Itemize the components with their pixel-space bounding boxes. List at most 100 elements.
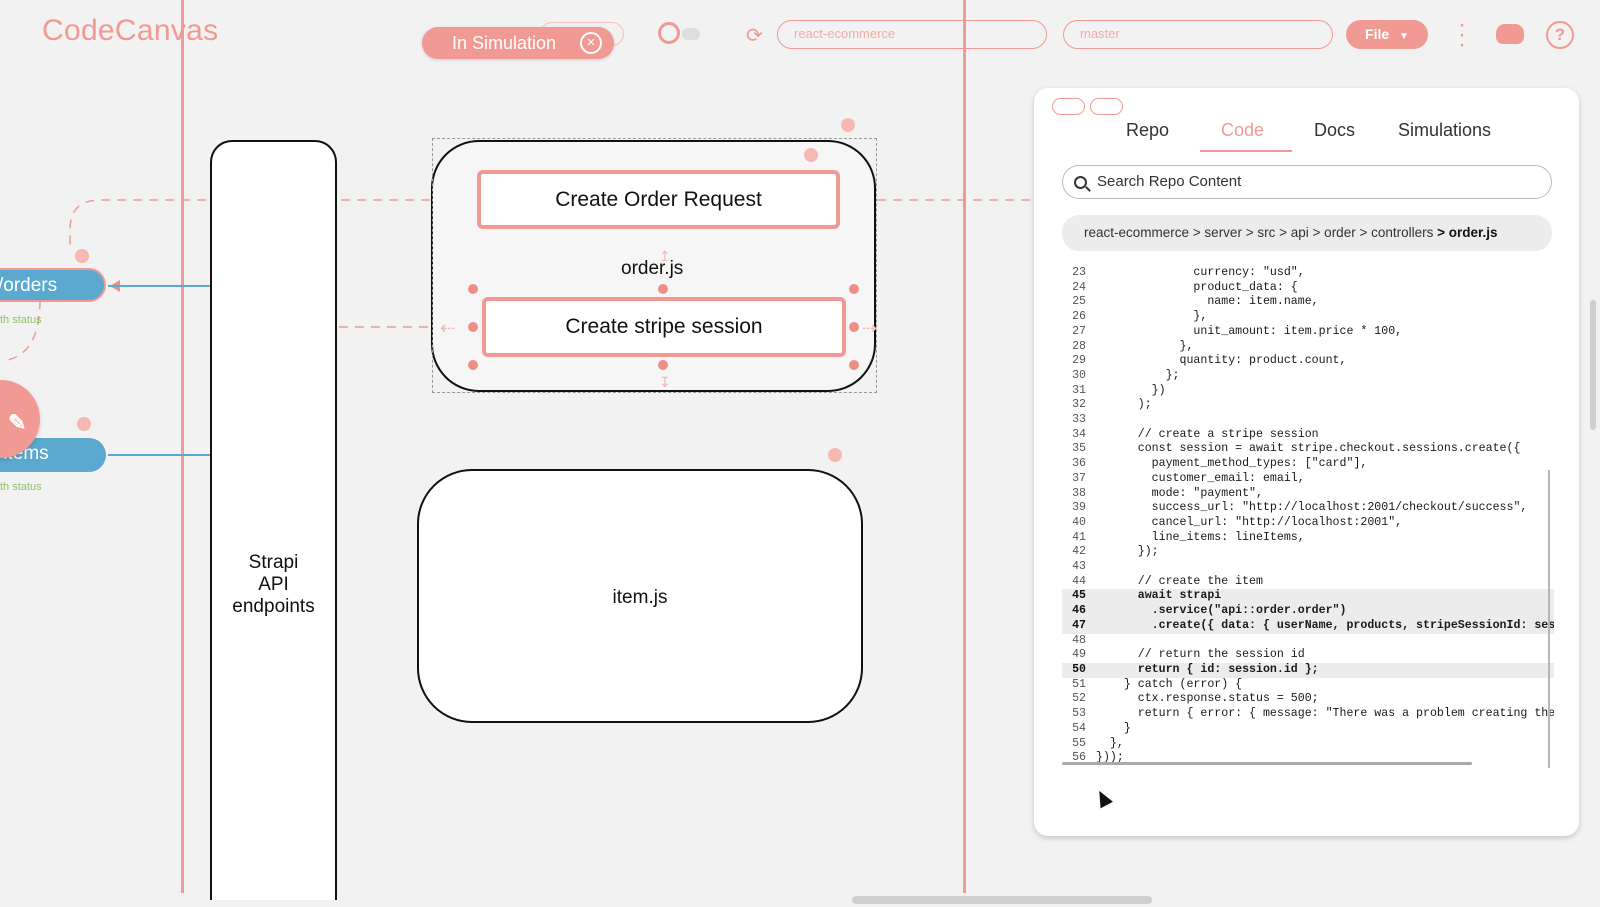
strapi-api-label: Strapi API endpoints (210, 552, 337, 618)
github-icon[interactable] (658, 22, 680, 44)
code-text: payment_method_types: ["card"], (1096, 457, 1368, 471)
line-number: 32 (1072, 398, 1086, 412)
connector-create-order (69, 199, 478, 250)
help-icon[interactable]: ? (1546, 21, 1574, 49)
function-create-stripe-session[interactable]: Create stripe session (482, 297, 846, 357)
orders-connector-dot[interactable] (75, 249, 89, 263)
tab-repo[interactable]: Repo (1126, 120, 1170, 140)
line-number: 23 (1072, 266, 1086, 279)
github-toggle[interactable] (682, 28, 700, 40)
resize-handle[interactable] (468, 284, 478, 294)
breadcrumb-item[interactable]: > controllers (1359, 225, 1434, 240)
breadcrumb-item[interactable]: > api (1279, 225, 1309, 240)
code-text: currency: "usd", (1096, 266, 1305, 279)
code-line: 39 success_url: "http://localhost:2001/c… (1062, 501, 1554, 516)
code-text: }, (1096, 736, 1124, 750)
code-line: 25 name: item.name, (1062, 295, 1554, 310)
code-text: .create({ data: { userName, products, st… (1096, 618, 1554, 632)
tab-simulations[interactable]: Simulations (1398, 120, 1492, 140)
code-text: const session = await stripe.checkout.se… (1096, 442, 1521, 456)
resize-handle[interactable] (658, 360, 668, 370)
item-container-dot[interactable] (828, 448, 842, 462)
tab-code[interactable]: Code (1221, 120, 1265, 140)
line-number: 44 (1072, 574, 1086, 588)
code-text: // create a stripe session (1096, 427, 1319, 441)
line-number: 41 (1072, 530, 1086, 544)
code-line: 48 (1062, 634, 1554, 649)
code-horizontal-scrollbar[interactable] (1062, 762, 1472, 765)
code-line: 32 ); (1062, 398, 1554, 413)
code-viewer[interactable]: 23 currency: "usd",24 product_data: {25 … (1062, 266, 1554, 766)
line-number: 31 (1072, 383, 1086, 397)
line-number: 46 (1072, 604, 1086, 618)
line-number: 42 (1072, 545, 1086, 559)
resize-handle[interactable] (849, 322, 859, 332)
page-horizontal-scrollbar[interactable] (852, 896, 1152, 904)
resize-handle[interactable] (468, 322, 478, 332)
code-line: 26 }, (1062, 310, 1554, 325)
more-options-icon[interactable]: ··· (1458, 11, 1466, 58)
file-menu-button[interactable]: File ▼ (1346, 20, 1428, 49)
breadcrumb-item[interactable]: > server (1192, 225, 1242, 240)
code-line: 56})); (1062, 751, 1554, 766)
endpoint-orders-status: th status (0, 314, 42, 326)
line-number: 28 (1072, 339, 1086, 353)
endpoint-orders[interactable]: /orders (0, 268, 106, 302)
code-vertical-scrollbar[interactable] (1548, 470, 1550, 768)
function-create-order-request[interactable]: Create Order Request (477, 170, 840, 229)
breadcrumb-current[interactable]: > order.js (1437, 225, 1498, 240)
arrow-right-icon[interactable]: ⇢ (862, 318, 878, 338)
code-line: 49 // return the session id (1062, 648, 1554, 663)
in-simulation-pill[interactable]: In Simulation × (422, 27, 614, 59)
code-text: line_items: lineItems, (1096, 530, 1305, 544)
tab-docs[interactable]: Docs (1314, 120, 1356, 140)
line-number: 43 (1072, 560, 1086, 574)
breadcrumb-item[interactable]: > order (1312, 225, 1356, 240)
code-text: customer_email: email, (1096, 471, 1305, 485)
arrow-left-icon[interactable]: ⇠ (440, 318, 456, 338)
line-number: 53 (1072, 707, 1086, 721)
branch-field[interactable]: master (1063, 20, 1333, 49)
resize-handle[interactable] (849, 360, 859, 370)
strapi-api-column[interactable] (210, 140, 337, 900)
discord-icon[interactable] (1496, 24, 1524, 44)
code-text: }; (1096, 368, 1180, 382)
close-simulation-icon[interactable]: × (580, 32, 602, 54)
line-number: 26 (1072, 310, 1086, 324)
search-repo-input[interactable]: Search Repo Content (1062, 165, 1552, 199)
line-number: 24 (1072, 280, 1086, 294)
breadcrumb-item[interactable]: react-ecommerce (1084, 225, 1190, 240)
line-number: 37 (1072, 471, 1086, 485)
code-line: 30 }; (1062, 369, 1554, 384)
code-line: 54 } (1062, 722, 1554, 737)
simulation-label: In Simulation (452, 32, 557, 53)
item-file-container[interactable] (417, 469, 863, 723)
strapi-label-line: API (258, 574, 289, 595)
arrow-down-icon[interactable]: ↧ (659, 374, 671, 390)
chevron-down-icon: ▼ (1399, 31, 1409, 42)
code-text: }); (1096, 545, 1159, 559)
order-container-dot[interactable] (841, 118, 855, 132)
repo-field[interactable]: react-ecommerce (777, 20, 1047, 49)
resize-handle[interactable] (849, 284, 859, 294)
order-inner-dot[interactable] (804, 148, 818, 162)
code-line: 35 const session = await stripe.checkout… (1062, 442, 1554, 457)
code-line: 43 (1062, 560, 1554, 575)
code-line: 33 (1062, 413, 1554, 428)
connector-orders-loop (7, 299, 41, 361)
resize-handle[interactable] (468, 360, 478, 370)
code-line: 53 return { error: { message: "There was… (1062, 707, 1554, 722)
breadcrumb-item[interactable]: > src (1245, 225, 1276, 240)
panel-minimize-button[interactable] (1090, 98, 1123, 115)
code-line: 31 }) (1062, 384, 1554, 399)
code-line: 38 mode: "payment", (1062, 487, 1554, 502)
code-line: 46 .service("api::order.order") (1062, 604, 1554, 619)
code-text: cancel_url: "http://localhost:2001", (1096, 515, 1403, 529)
sync-icon[interactable]: ⟳ (746, 25, 763, 47)
arrow-up-icon[interactable]: ↥ (659, 248, 671, 264)
page-vertical-scrollbar[interactable] (1590, 300, 1596, 430)
resize-handle[interactable] (658, 284, 668, 294)
panel-window-button[interactable] (1052, 98, 1085, 115)
pencil-icon: ✎ (8, 410, 27, 435)
items-connector-dot[interactable] (77, 417, 91, 431)
